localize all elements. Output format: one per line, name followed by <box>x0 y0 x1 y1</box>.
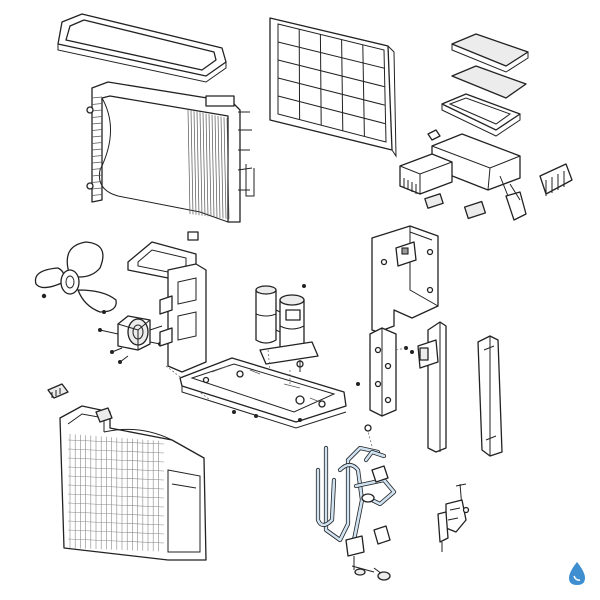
top-cover-panel <box>57 13 227 83</box>
fan-blade <box>34 241 117 313</box>
terminal-connector <box>47 383 69 399</box>
rear-grille <box>269 17 397 158</box>
front-casing <box>59 405 207 561</box>
front-casing-vents <box>67 434 165 552</box>
service-valve <box>437 483 470 552</box>
coil-fins-right <box>187 109 230 220</box>
fan-motor <box>117 315 163 351</box>
condenser-coil <box>86 81 255 223</box>
right-side-panel <box>371 225 439 333</box>
valve-mounting-plate <box>369 327 414 417</box>
front-right-panel <box>477 335 503 457</box>
coil-fins-left <box>91 96 103 196</box>
motor-bracket <box>127 231 211 401</box>
partition-plate <box>417 321 447 453</box>
electronics-box-stack <box>399 33 573 221</box>
base-pan <box>179 349 347 429</box>
refrigerant-piping-assembly <box>315 424 397 581</box>
compressor <box>255 284 319 372</box>
base-pan-screws <box>232 382 360 422</box>
water-drop-logo-icon <box>569 562 585 585</box>
rear-grille-grid <box>277 29 386 137</box>
